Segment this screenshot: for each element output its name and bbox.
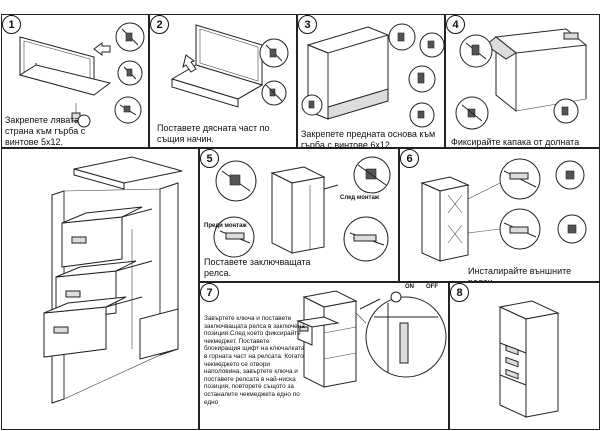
step-2-illustration	[170, 24, 289, 108]
label-before-mount: Преди монтаж	[204, 223, 247, 229]
step-number: 5	[200, 149, 219, 168]
step-5-panel: 5 Преди монтаж След монтаж Поставете зак…	[199, 148, 399, 282]
step-number: 3	[298, 15, 317, 34]
step-7-panel: 7 ON OFF Завъртете ключа и поставете зак…	[199, 282, 449, 430]
cabinet-exploded-illustration	[43, 156, 183, 404]
step-number: 8	[450, 283, 469, 302]
cabinet-exploded-panel	[1, 148, 199, 430]
step-caption: Поставете заключващата релса.	[204, 257, 311, 278]
step-caption: Поставете дясната част по същия начин.	[157, 123, 270, 144]
step-3-panel: 3 Закрепете предната основа към гърба с …	[297, 14, 445, 150]
key-on-label: ON	[405, 284, 414, 290]
step-8-illustration	[498, 300, 560, 418]
step-number: 1	[2, 15, 21, 34]
step-8-panel: 8	[449, 282, 600, 430]
step-caption: Закрепете лявата страна към гърба с винт…	[5, 115, 86, 147]
step-number: 4	[446, 15, 465, 34]
step-7-illustration	[296, 290, 447, 388]
step-2-panel: 2 Поставете дясната част по същия начин.	[149, 14, 297, 148]
step-caption: Завъртете ключа и поставете заключващата…	[204, 315, 305, 406]
step-4-illustration	[455, 28, 588, 130]
step-number: 7	[200, 283, 219, 302]
step-1-panel: 1 Закрепете лявата страна към гърба с ви…	[1, 14, 149, 148]
step-1-illustration	[18, 22, 145, 128]
step-6-panel: 6 Инсталирайте външните релси.	[399, 148, 600, 287]
step-4-panel: 4 Фиксирайте капака от долната част.	[445, 14, 600, 158]
key-off-label: OFF	[426, 284, 438, 290]
step-6-illustration	[420, 158, 587, 262]
label-after-mount: След монтаж	[340, 195, 380, 201]
step-3-illustration	[301, 23, 445, 128]
step-number: 2	[150, 15, 169, 34]
step-caption: Закрепете предната основа към гърба с ви…	[301, 129, 436, 150]
step-5-illustration	[213, 156, 391, 262]
step-number: 6	[400, 149, 419, 168]
